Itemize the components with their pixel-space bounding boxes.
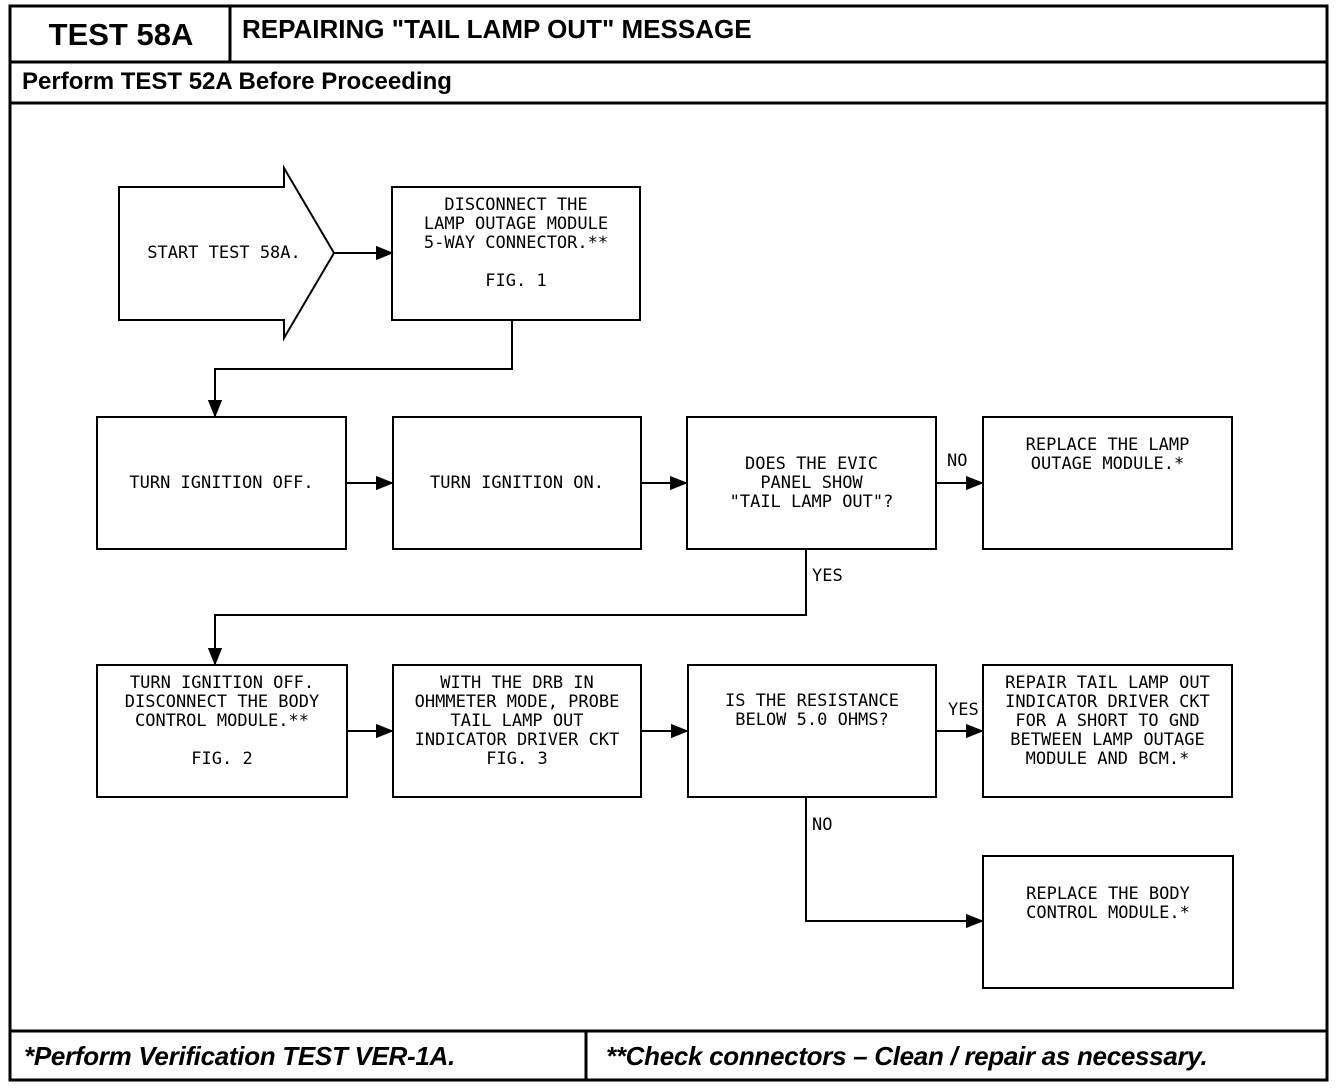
box-line: INDICATOR DRIVER CKT	[1005, 692, 1210, 712]
box-line: WITH THE DRB IN	[440, 673, 594, 693]
box-line: REPAIR TAIL LAMP OUT	[1005, 673, 1210, 693]
label-resistance-yes: YES	[948, 700, 979, 720]
box-decision-resistance	[687, 664, 937, 798]
box-replace-lom	[982, 416, 1233, 550]
box-line: CONTROL MODULE.**	[135, 711, 309, 731]
page-title: REPAIRING "TAIL LAMP OUT" MESSAGE	[242, 14, 752, 44]
box-line: TURN IGNITION OFF.	[129, 673, 315, 693]
box-line: INDICATOR DRIVER CKT	[414, 730, 620, 750]
box-line: REPLACE THE LAMP	[1025, 435, 1190, 455]
box-line: DISCONNECT THE	[444, 195, 588, 215]
connector-evic-yes	[207, 549, 807, 666]
box-disconnect-bcm	[96, 664, 348, 798]
label-evic-no: NO	[947, 451, 968, 471]
start-arrow-shape	[118, 164, 336, 342]
box-ignition-on	[392, 416, 642, 550]
box-line: IS THE RESISTANCE	[725, 691, 899, 711]
box-line: FIG. 2	[191, 749, 253, 769]
box-line: FIG. 1	[485, 271, 547, 291]
outer-frame	[8, 4, 1329, 1082]
box-line: DOES THE EVIC	[744, 453, 879, 474]
box-line: FOR A SHORT TO GND	[1015, 711, 1200, 731]
footer-verification-note: *Perform Verification TEST VER-1A.	[24, 1040, 455, 1071]
box-decision-evic	[686, 416, 937, 550]
box-line: BETWEEN LAMP OUTAGE	[1010, 730, 1205, 750]
box-line: REPLACE THE BODY	[1026, 884, 1190, 904]
box-line: MODULE AND BCM.*	[1025, 749, 1190, 769]
box-line: 5-WAY CONNECTOR.**	[423, 233, 609, 253]
label-evic-yes: YES	[812, 566, 843, 586]
box-probe	[392, 664, 642, 798]
connector-resistance-no	[805, 797, 984, 929]
test-id: TEST 58A	[48, 17, 194, 52]
box-replace-bcm	[982, 855, 1234, 989]
label-resistance-no: NO	[812, 815, 833, 835]
box-line: CONTROL MODULE.*	[1026, 903, 1190, 923]
box-line: FIG. 3	[486, 749, 548, 769]
box-ignition-off	[96, 416, 347, 550]
start-label: START TEST 58A.	[147, 243, 301, 263]
prerequisite-note: Perform TEST 52A Before Proceeding	[22, 68, 452, 95]
box-line: LAMP OUTAGE MODULE	[423, 214, 609, 234]
footer-connectors-note: **Check connectors – Clean / repair as n…	[606, 1040, 1208, 1071]
connector-disconnect-to-ignition-off	[207, 320, 513, 418]
box-disconnect-lom	[391, 186, 641, 321]
box-line: "TAIL LAMP OUT"?	[729, 491, 894, 512]
text-ignition-off: TURN IGNITION OFF.	[129, 472, 314, 493]
box-line: OHMMETER MODE, PROBE	[414, 692, 620, 712]
box-line: PANEL SHOW	[760, 472, 863, 493]
text-ignition-on: TURN IGNITION ON.	[430, 472, 604, 493]
box-line: OUTAGE MODULE.*	[1030, 454, 1185, 474]
box-line: DISCONNECT THE BODY	[124, 692, 320, 712]
box-line: BELOW 5.0 OHMS?	[735, 710, 889, 730]
box-line: TAIL LAMP OUT	[450, 711, 584, 731]
